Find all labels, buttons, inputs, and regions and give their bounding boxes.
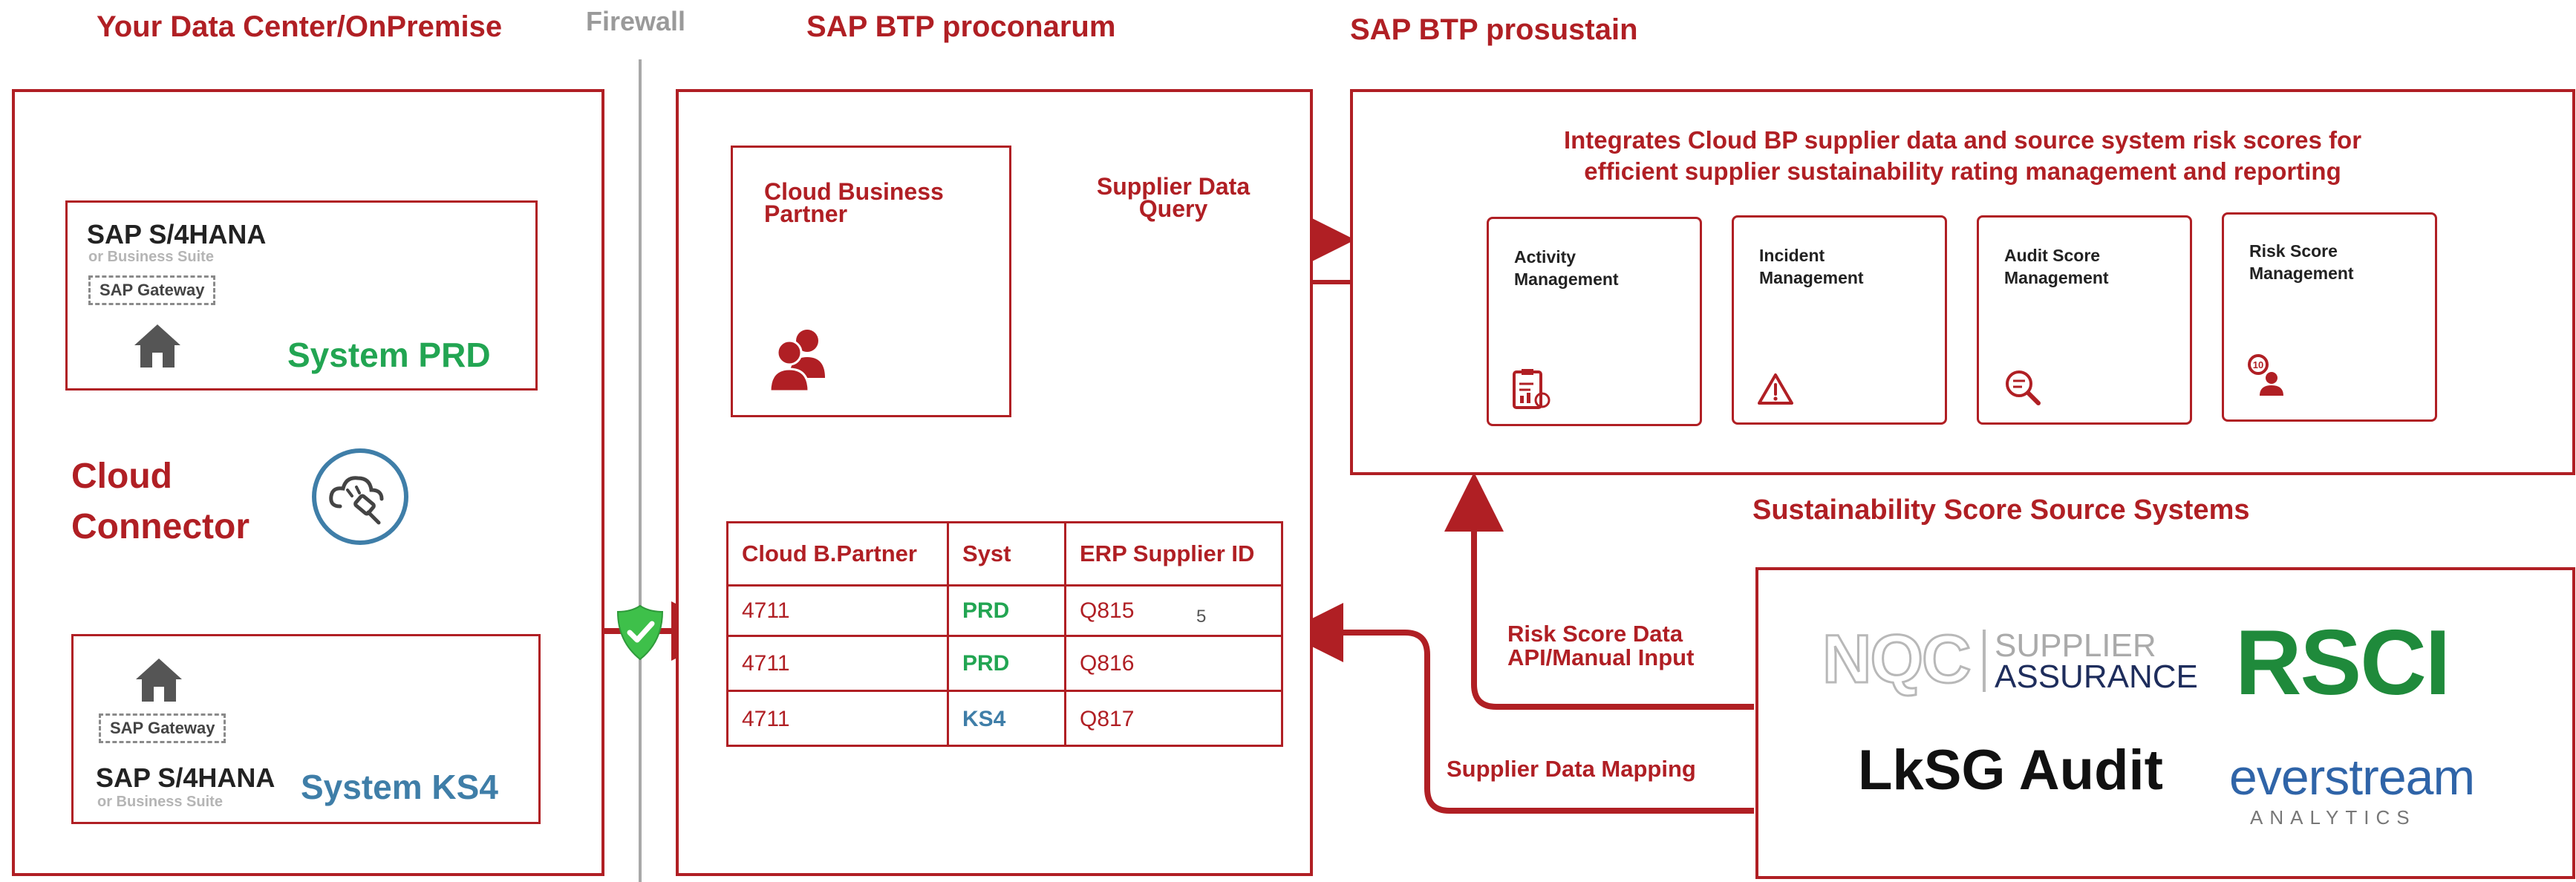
risk-score-arrow bbox=[1444, 472, 1754, 710]
clipboard-chart-icon bbox=[1513, 369, 1551, 409]
proconarum-header: SAP BTP proconarum bbox=[806, 10, 1116, 43]
cbp-box-label: Cloud Business Partner bbox=[764, 178, 944, 227]
card-label: Activity Management bbox=[1514, 247, 1619, 289]
activity-management-card: Activity Management bbox=[1487, 217, 1702, 426]
prd-system-subtitle: or Business Suite bbox=[88, 249, 214, 265]
table-cell: PRD bbox=[962, 650, 1010, 676]
cloud-business-partner-box: Cloud Business Partner bbox=[731, 146, 1011, 417]
ks4-gateway-label: SAP Gateway bbox=[99, 713, 226, 743]
ks4-system-label: System KS4 bbox=[301, 768, 498, 806]
people-icon bbox=[769, 330, 825, 393]
table-cell: KS4 bbox=[962, 707, 1006, 731]
table-cell: 4711 bbox=[742, 598, 790, 623]
rsci-logo: RSCI bbox=[2235, 612, 2451, 714]
ks4-system-title: SAP S/4HANA bbox=[96, 762, 275, 793]
table-cell: PRD bbox=[962, 598, 1010, 623]
table-cell: 4711 bbox=[742, 707, 790, 731]
supplier-data-query-label: Supplier Data Query bbox=[1096, 173, 1250, 222]
card-label: Incident Management bbox=[1759, 246, 1864, 287]
risk-score-management-card: Risk Score Management 10 bbox=[2222, 212, 2437, 422]
table-header-cell: Cloud B.Partner bbox=[742, 540, 917, 566]
prd-system-label: System PRD bbox=[287, 336, 491, 374]
prosustain-header: SAP BTP prosustain bbox=[1350, 13, 1638, 46]
table-cell: Q815 bbox=[1080, 598, 1135, 623]
onprem-header: Your Data Center/OnPremise bbox=[97, 10, 503, 43]
nqc-divider bbox=[1983, 630, 1986, 692]
ks4-system-subtitle: or Business Suite bbox=[97, 794, 223, 810]
table-header-cell: Syst bbox=[962, 540, 1011, 566]
prosustain-description: Integrates Cloud BP supplier data and so… bbox=[1563, 126, 2362, 185]
table-header-cell: ERP Supplier ID bbox=[1080, 540, 1255, 566]
source-systems-panel: NQC SUPPLIER ASSURANCE RSCI LkSG Audit e… bbox=[1755, 567, 2575, 879]
source-systems-title: Sustainability Score Source Systems bbox=[1752, 494, 2250, 526]
home-icon bbox=[136, 659, 182, 702]
risk-person-icon: 10 bbox=[2248, 354, 2283, 396]
nqc-supplier-text: SUPPLIER bbox=[1995, 627, 2156, 664]
table-cell: Q817 bbox=[1080, 707, 1135, 731]
prd-system-box: SAP S/4HANA or Business Suite SAP Gatewa… bbox=[65, 200, 538, 391]
card-label: Audit Score Management bbox=[2004, 246, 2109, 287]
home-icon bbox=[134, 324, 180, 368]
incident-management-card: Incident Management bbox=[1732, 215, 1947, 425]
warning-triangle-icon bbox=[1758, 373, 1793, 405]
lksg-audit-label: LkSG Audit bbox=[1858, 739, 2163, 802]
supplier-data-mapping-label: Supplier Data Mapping bbox=[1447, 756, 1696, 782]
cloud-plug-icon bbox=[312, 448, 408, 545]
audit-score-management-card: Audit Score Management bbox=[1977, 215, 2192, 425]
mapping-arrow bbox=[1284, 603, 1754, 814]
cloud-connector-label: Cloud Connector bbox=[71, 457, 250, 546]
everstream-logo: everstream bbox=[2229, 749, 2475, 806]
nqc-assurance-text: ASSURANCE bbox=[1995, 659, 2198, 695]
magnifier-icon bbox=[2006, 370, 2041, 405]
table-cell: Q816 bbox=[1080, 650, 1135, 676]
risk-score-data-label: Risk Score Data API/Manual Input bbox=[1507, 621, 1695, 670]
svg-text:10: 10 bbox=[2253, 359, 2263, 370]
firewall-header: Firewall bbox=[586, 6, 686, 36]
mapping-table: Cloud B.Partner Syst ERP Supplier ID 471… bbox=[726, 521, 1283, 747]
shield-check-icon bbox=[616, 604, 664, 661]
card-label: Risk Score Management bbox=[2249, 241, 2354, 283]
nqc-logo: NQC bbox=[1821, 621, 1972, 699]
ks4-system-box: SAP Gateway SAP S/4HANA or Business Suit… bbox=[71, 634, 541, 824]
prd-gateway-label: SAP Gateway bbox=[88, 275, 216, 305]
stray-mark: 5 bbox=[1196, 607, 1207, 627]
everstream-subtitle: ANALYTICS bbox=[2250, 806, 2416, 829]
prd-system-title: SAP S/4HANA bbox=[87, 219, 267, 249]
table-cell: 4711 bbox=[742, 650, 790, 676]
